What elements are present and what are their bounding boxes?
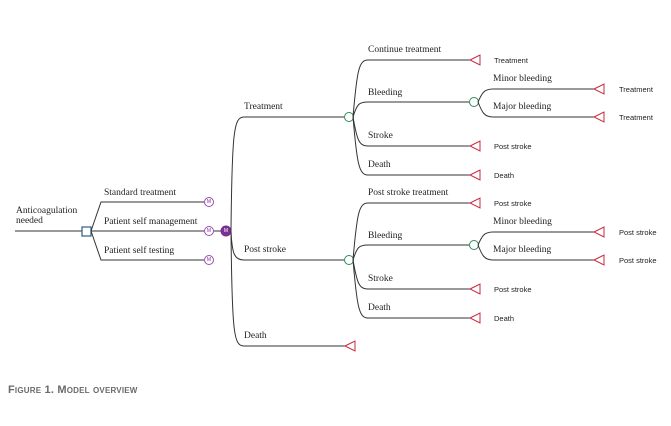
terminal-node <box>468 169 481 181</box>
strategy-label-standard: Standard treatment <box>104 188 176 198</box>
treatment-bleeding-edge-minor <box>477 88 594 103</box>
treatment-edge-continue <box>352 59 470 118</box>
post-stroke-edge-bleeding <box>352 244 469 261</box>
terminal-node <box>468 197 481 209</box>
state-edge-treatment <box>230 116 344 232</box>
post-stroke-bleeding-edge-minor <box>477 231 594 246</box>
markov-label: M <box>207 228 211 234</box>
strategy-label-self-testing: Patient self testing <box>104 245 174 256</box>
chance-node-treatment <box>344 112 354 122</box>
terminal-node <box>468 312 481 324</box>
post-stroke-label-stroke: Stroke <box>368 274 393 284</box>
chance-node-post-stroke-bleeding <box>469 240 479 250</box>
terminal-node <box>468 140 481 152</box>
outcome-label: Post stroke <box>619 256 657 265</box>
post-stroke-label-continue: Post stroke treatment <box>368 188 449 198</box>
markov-label: M <box>207 199 211 205</box>
treatment-edge-death <box>352 116 470 176</box>
terminal-node <box>592 111 605 123</box>
strategy-edge-self-testing <box>90 230 204 261</box>
outcome-label: Post stroke <box>494 285 532 294</box>
treatment-label-death: Death <box>368 160 391 170</box>
chance-node-treatment-bleeding <box>469 97 479 107</box>
treatment-label-minor: Minor bleeding <box>493 74 552 84</box>
decision-node <box>81 226 92 237</box>
strategy-edge-standard <box>90 201 204 232</box>
outcome-label: Post stroke <box>619 228 657 237</box>
outcome-label: Treatment <box>619 113 654 122</box>
terminal-node <box>592 226 605 238</box>
figure-caption: Figure 1. Model overview <box>8 384 138 396</box>
chance-node-post-stroke <box>344 255 354 265</box>
post-stroke-label-bleeding: Bleeding <box>368 231 403 241</box>
terminal-node-death <box>343 340 356 352</box>
state-label-treatment: Treatment <box>244 102 283 112</box>
strategy-label-self-management: Patient self management <box>104 216 198 227</box>
outcome-label: Death <box>494 314 514 323</box>
markov-label: M <box>207 257 211 263</box>
treatment-label-continue: Continue treatment <box>368 45 441 55</box>
root-label-line2: needed <box>16 216 43 226</box>
state-label-death: Death <box>244 331 267 341</box>
outcome-label: Post stroke <box>494 142 532 151</box>
treatment-label-bleeding: Bleeding <box>368 88 403 98</box>
terminal-node <box>592 254 605 266</box>
markov-label: M <box>224 228 228 234</box>
root-label-line1: Anticoagulation <box>16 206 77 216</box>
post-stroke-edge-continue <box>352 202 470 261</box>
post-stroke-label-death: Death <box>368 303 391 313</box>
treatment-label-stroke: Stroke <box>368 131 393 141</box>
post-stroke-label-major: Major bleeding <box>493 245 552 255</box>
outcome-label: Treatment <box>494 56 529 65</box>
treatment-edge-bleeding <box>352 101 469 118</box>
post-stroke-edge-death <box>352 259 470 319</box>
treatment-edge-stroke <box>352 116 470 147</box>
state-label-post-stroke: Post stroke <box>244 245 286 255</box>
outcome-label: Treatment <box>619 85 654 94</box>
terminal-node <box>468 283 481 295</box>
terminal-node <box>592 83 605 95</box>
post-stroke-edge-stroke <box>352 259 470 290</box>
treatment-label-major: Major bleeding <box>493 102 552 112</box>
markov-node-self-management <box>204 226 214 236</box>
outcome-label: Death <box>494 171 514 180</box>
outcome-label: Post stroke <box>494 199 532 208</box>
terminal-node <box>468 54 481 66</box>
state-edge-death <box>230 230 345 347</box>
markov-node-standard <box>204 197 214 207</box>
post-stroke-label-minor: Minor bleeding <box>493 217 552 227</box>
post-stroke-bleeding-edge-major <box>477 244 594 261</box>
treatment-bleeding-edge-major <box>477 101 594 118</box>
markov-node-self-testing <box>204 255 214 265</box>
